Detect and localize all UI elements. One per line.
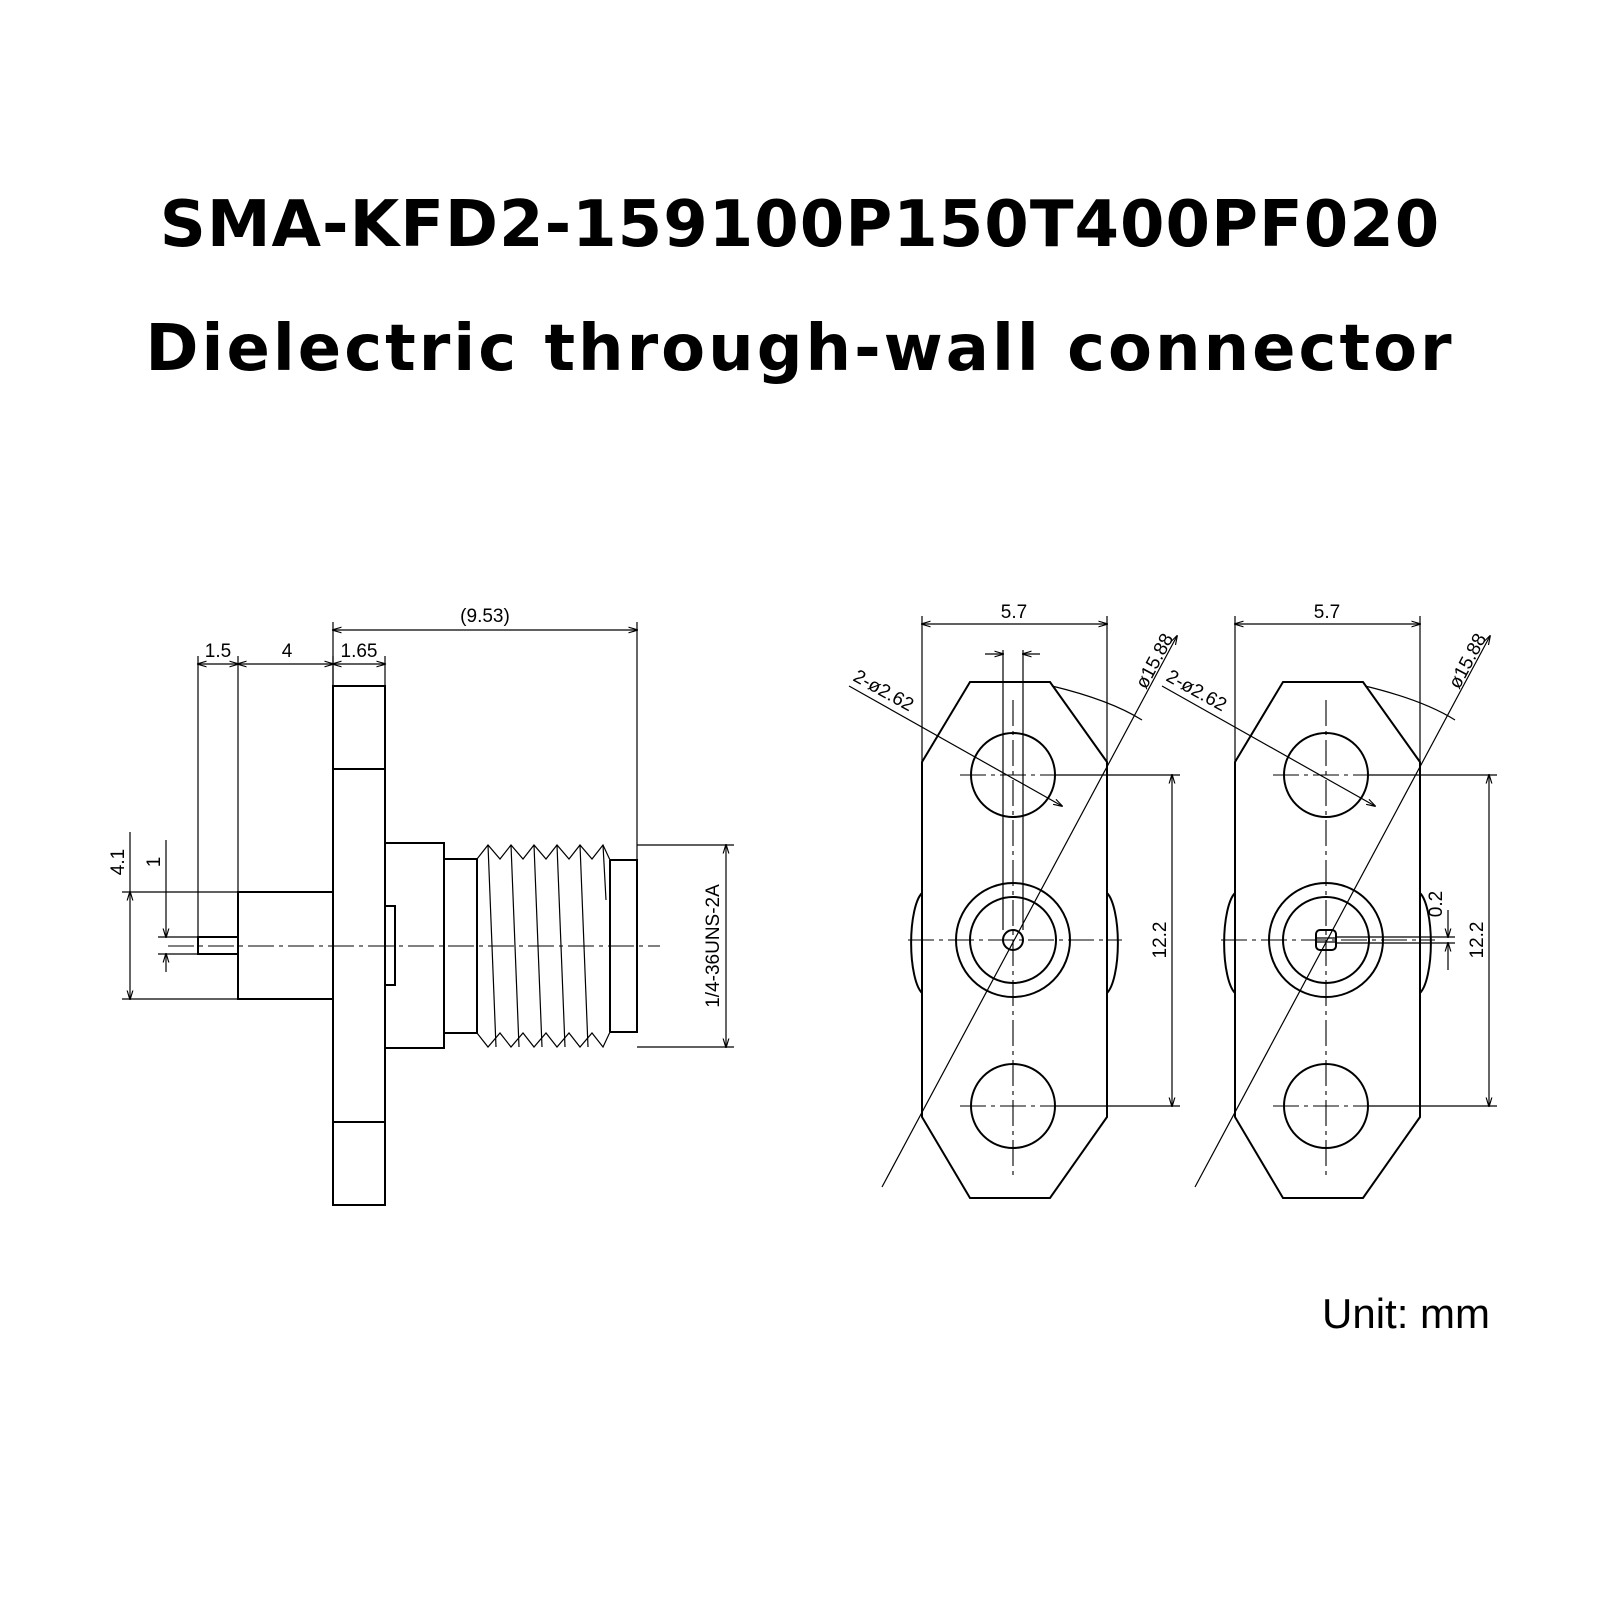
front-a-width-label: 5.7 bbox=[1001, 602, 1027, 623]
front-a-body-left bbox=[910, 892, 923, 994]
dim-body-dia: 4.1 bbox=[108, 832, 238, 999]
dim-overall: (9.53) bbox=[333, 606, 637, 860]
front-a-body-right bbox=[1106, 892, 1119, 994]
drawing-subtitle: Dielectric through-wall connector bbox=[145, 312, 1455, 386]
dim-flange-thk-label: 1.65 bbox=[341, 641, 378, 662]
front-a-holes-label: 2-ø2.62 bbox=[850, 666, 917, 716]
dim-pin-len-label: 1.5 bbox=[205, 641, 231, 662]
unit-note: Unit: mm bbox=[1322, 1290, 1490, 1337]
side-thread-teeth-bottom bbox=[476, 1031, 611, 1049]
front-a-pitch-label: 12.2 bbox=[1150, 922, 1171, 959]
dim-body-len-label: 4 bbox=[282, 641, 293, 662]
dim-overall-label: (9.53) bbox=[460, 606, 510, 627]
front-b-flange bbox=[1234, 681, 1421, 1199]
front-b-pitch-label: 12.2 bbox=[1467, 922, 1488, 959]
dim-pin-dia: 1 bbox=[144, 840, 198, 972]
side-thread-teeth-top bbox=[476, 843, 611, 861]
front-b-radius-label: ø15.88 bbox=[1445, 630, 1491, 692]
front-a-flange bbox=[921, 681, 1108, 1199]
dim-thread: 1/4-36UNS-2A bbox=[637, 845, 734, 1047]
side-pin bbox=[197, 936, 239, 955]
dim-body-dia-label: 4.1 bbox=[108, 849, 129, 875]
dim-lengths: 1.5 4 1.65 bbox=[198, 641, 385, 937]
front-b-width-label: 5.7 bbox=[1314, 602, 1340, 623]
front-b-body-left bbox=[1223, 892, 1236, 994]
side-view: (9.53) 1.5 4 1.65 4.1 bbox=[108, 606, 734, 1206]
dim-pin-dia-label: 1 bbox=[144, 857, 165, 868]
side-flange bbox=[332, 685, 386, 1206]
side-step bbox=[385, 842, 445, 1049]
dim-thread-label: 1/4-36UNS-2A bbox=[703, 884, 724, 1008]
front-view-a: 5.7 2-ø2.62 ø15.88 12.2 bbox=[848, 602, 1180, 1199]
front-b-holes-label: 2-ø2.62 bbox=[1163, 666, 1230, 716]
front-b-slot-label: 0.2 bbox=[1426, 891, 1447, 917]
front-view-b: 5.7 2-ø2.62 ø15.88 0.2 12.2 bbox=[1161, 602, 1497, 1199]
drawing-title: SMA-KFD2-159100P150T400PF020 bbox=[159, 188, 1441, 262]
